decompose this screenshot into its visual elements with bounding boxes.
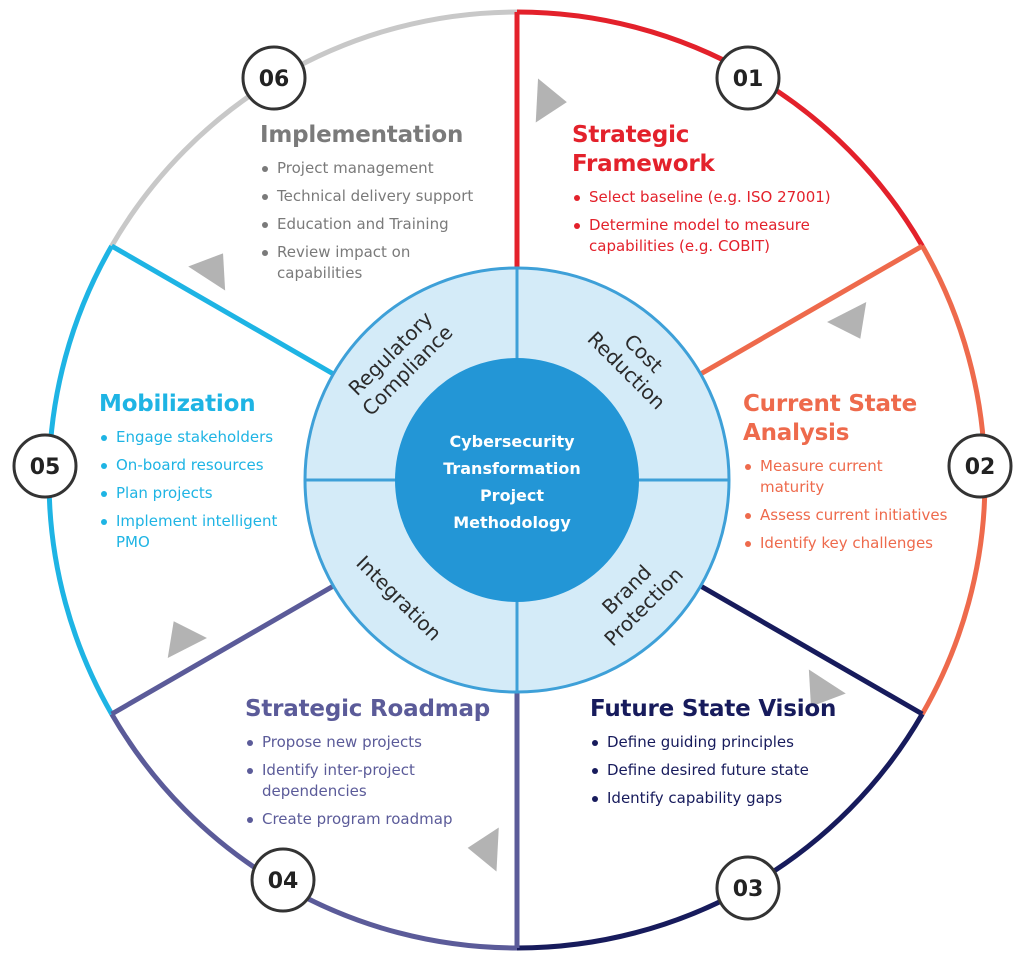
- bullet-item: Identify capability gaps: [590, 788, 850, 809]
- bullet-item: Engage stakeholders: [99, 427, 319, 448]
- flow-arrows: [167, 78, 867, 872]
- bullet-item: Identify key challenges: [743, 533, 983, 554]
- spoke-divider: [110, 243, 335, 377]
- flow-arrow: [188, 253, 226, 291]
- bullet-item: Technical delivery support: [260, 186, 510, 207]
- center-title-line: Cybersecurity: [449, 432, 575, 451]
- bullet-item: Plan projects: [99, 483, 319, 504]
- segment-bullet-list: Engage stakeholders On-board resources P…: [99, 427, 319, 553]
- step-number-label: 01: [733, 67, 764, 92]
- segment-strategic-framework: Strategic Framework Select baseline (e.g…: [572, 121, 872, 264]
- step-number-circles: 01 02 03 04 05 06: [12, 45, 1013, 921]
- step-number-circle: [715, 45, 781, 111]
- center-title: Cybersecurity Transformation Project Met…: [412, 428, 612, 536]
- step-number-circle: [715, 855, 781, 921]
- bullet-item: Define desired future state: [590, 760, 850, 781]
- bullet-item: Create program roadmap: [245, 809, 495, 830]
- segment-mobilization: Mobilization Engage stakeholders On-boar…: [99, 390, 319, 560]
- outer-ring-spokes: [110, 12, 924, 948]
- center-title-line: Methodology: [453, 513, 571, 532]
- segment-title: Mobilization: [99, 391, 256, 417]
- segment-title: Strategic Framework: [572, 122, 715, 177]
- step-number-circle: [241, 45, 307, 111]
- bullet-item: Assess current initiatives: [743, 505, 983, 526]
- flow-arrow: [808, 669, 846, 707]
- segment-title: Future State Vision: [590, 696, 837, 722]
- segment-strategic-roadmap: Strategic Roadmap Propose new projects I…: [245, 695, 495, 837]
- segment-title: Implementation: [260, 122, 464, 148]
- bullet-item: On-board resources: [99, 455, 319, 476]
- center-title-line: Project: [479, 486, 545, 505]
- step-number-circle: [947, 433, 1013, 499]
- segment-title: Strategic Roadmap: [245, 696, 491, 722]
- core-circle: [395, 358, 639, 602]
- bullet-item: Propose new projects: [245, 732, 495, 753]
- flow-arrow: [535, 78, 567, 123]
- segment-bullet-list: Propose new projects Identify inter-proj…: [245, 732, 495, 830]
- step-number-label: 06: [259, 67, 290, 92]
- segment-bullet-list: Define guiding principles Define desired…: [590, 732, 850, 809]
- flow-arrow: [827, 302, 867, 339]
- segment-implementation: Implementation Project management Techni…: [260, 121, 510, 291]
- flow-arrow: [167, 621, 207, 658]
- spoke-divider: [110, 583, 335, 717]
- bullet-item: Select baseline (e.g. ISO 27001): [572, 187, 872, 208]
- center-core: [395, 358, 639, 602]
- segment-future-state-vision: Future State Vision Define guiding princ…: [590, 695, 850, 816]
- step-number-label: 04: [268, 869, 299, 894]
- center-title-line: Transformation: [443, 459, 581, 478]
- step-number-label: 02: [965, 455, 996, 480]
- spoke-divider: [699, 583, 924, 717]
- step-number-label: 03: [733, 877, 764, 902]
- bullet-item: Define guiding principles: [590, 732, 850, 753]
- step-number-circle: [12, 433, 78, 499]
- segment-bullet-list: Project management Technical delivery su…: [260, 158, 510, 284]
- spoke-divider: [699, 243, 924, 377]
- flow-arrow: [467, 827, 499, 872]
- bullet-item: Project management: [260, 158, 510, 179]
- step-number-label: 05: [30, 455, 61, 480]
- segment-title: Current State Analysis: [743, 391, 917, 446]
- step-number-circle: [250, 847, 316, 913]
- bullet-item: Education and Training: [260, 214, 510, 235]
- segment-bullet-list: Select baseline (e.g. ISO 27001) Determi…: [572, 187, 872, 257]
